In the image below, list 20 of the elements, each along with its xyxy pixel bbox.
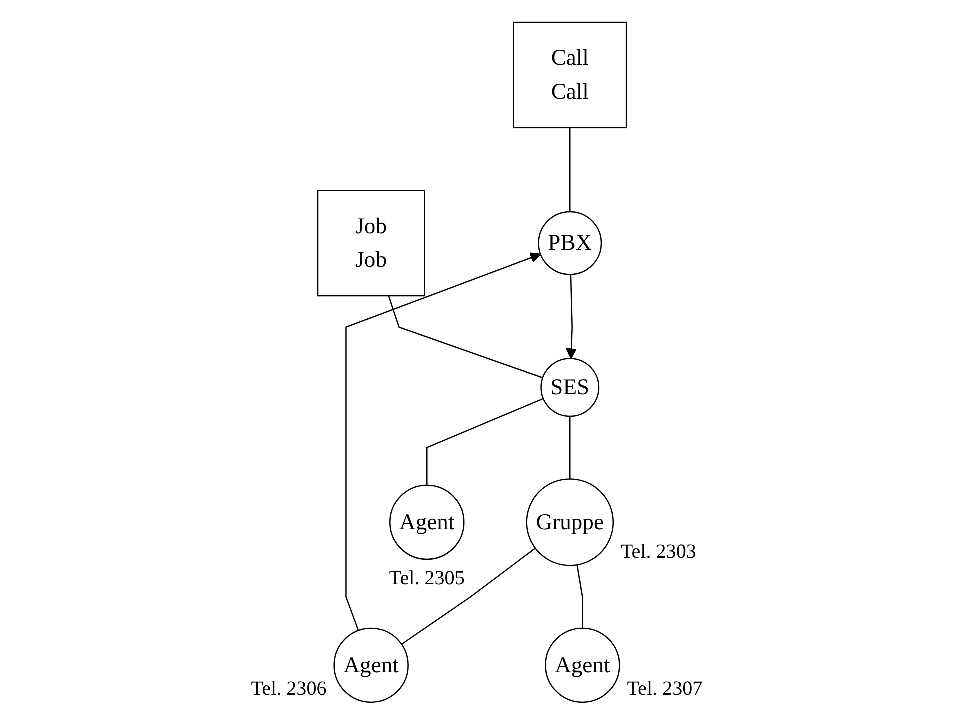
node-circle: Agent (334, 628, 409, 704)
arrow (346, 252, 542, 631)
arrow (566, 274, 578, 360)
node-caption: Tel. 2303 (620, 541, 696, 564)
node-circle: SES (540, 358, 600, 418)
connector (570, 416, 571, 480)
node-caption: Tel. 2306 (251, 678, 327, 700)
connector (401, 548, 536, 645)
node-circle: Agent (545, 628, 620, 704)
connector (388, 296, 544, 379)
connector (426, 398, 544, 486)
connector (570, 128, 571, 212)
node-circle: Gruppe (526, 478, 614, 566)
node-caption: Tel. 2307 (627, 678, 703, 700)
node-box: Job Job (317, 190, 426, 297)
node-box: Call Call (513, 22, 628, 129)
node-circle: Agent (390, 484, 465, 560)
node-circle: PBX (538, 211, 602, 276)
connector (576, 565, 584, 628)
node-caption: Tel. 2305 (389, 568, 465, 590)
